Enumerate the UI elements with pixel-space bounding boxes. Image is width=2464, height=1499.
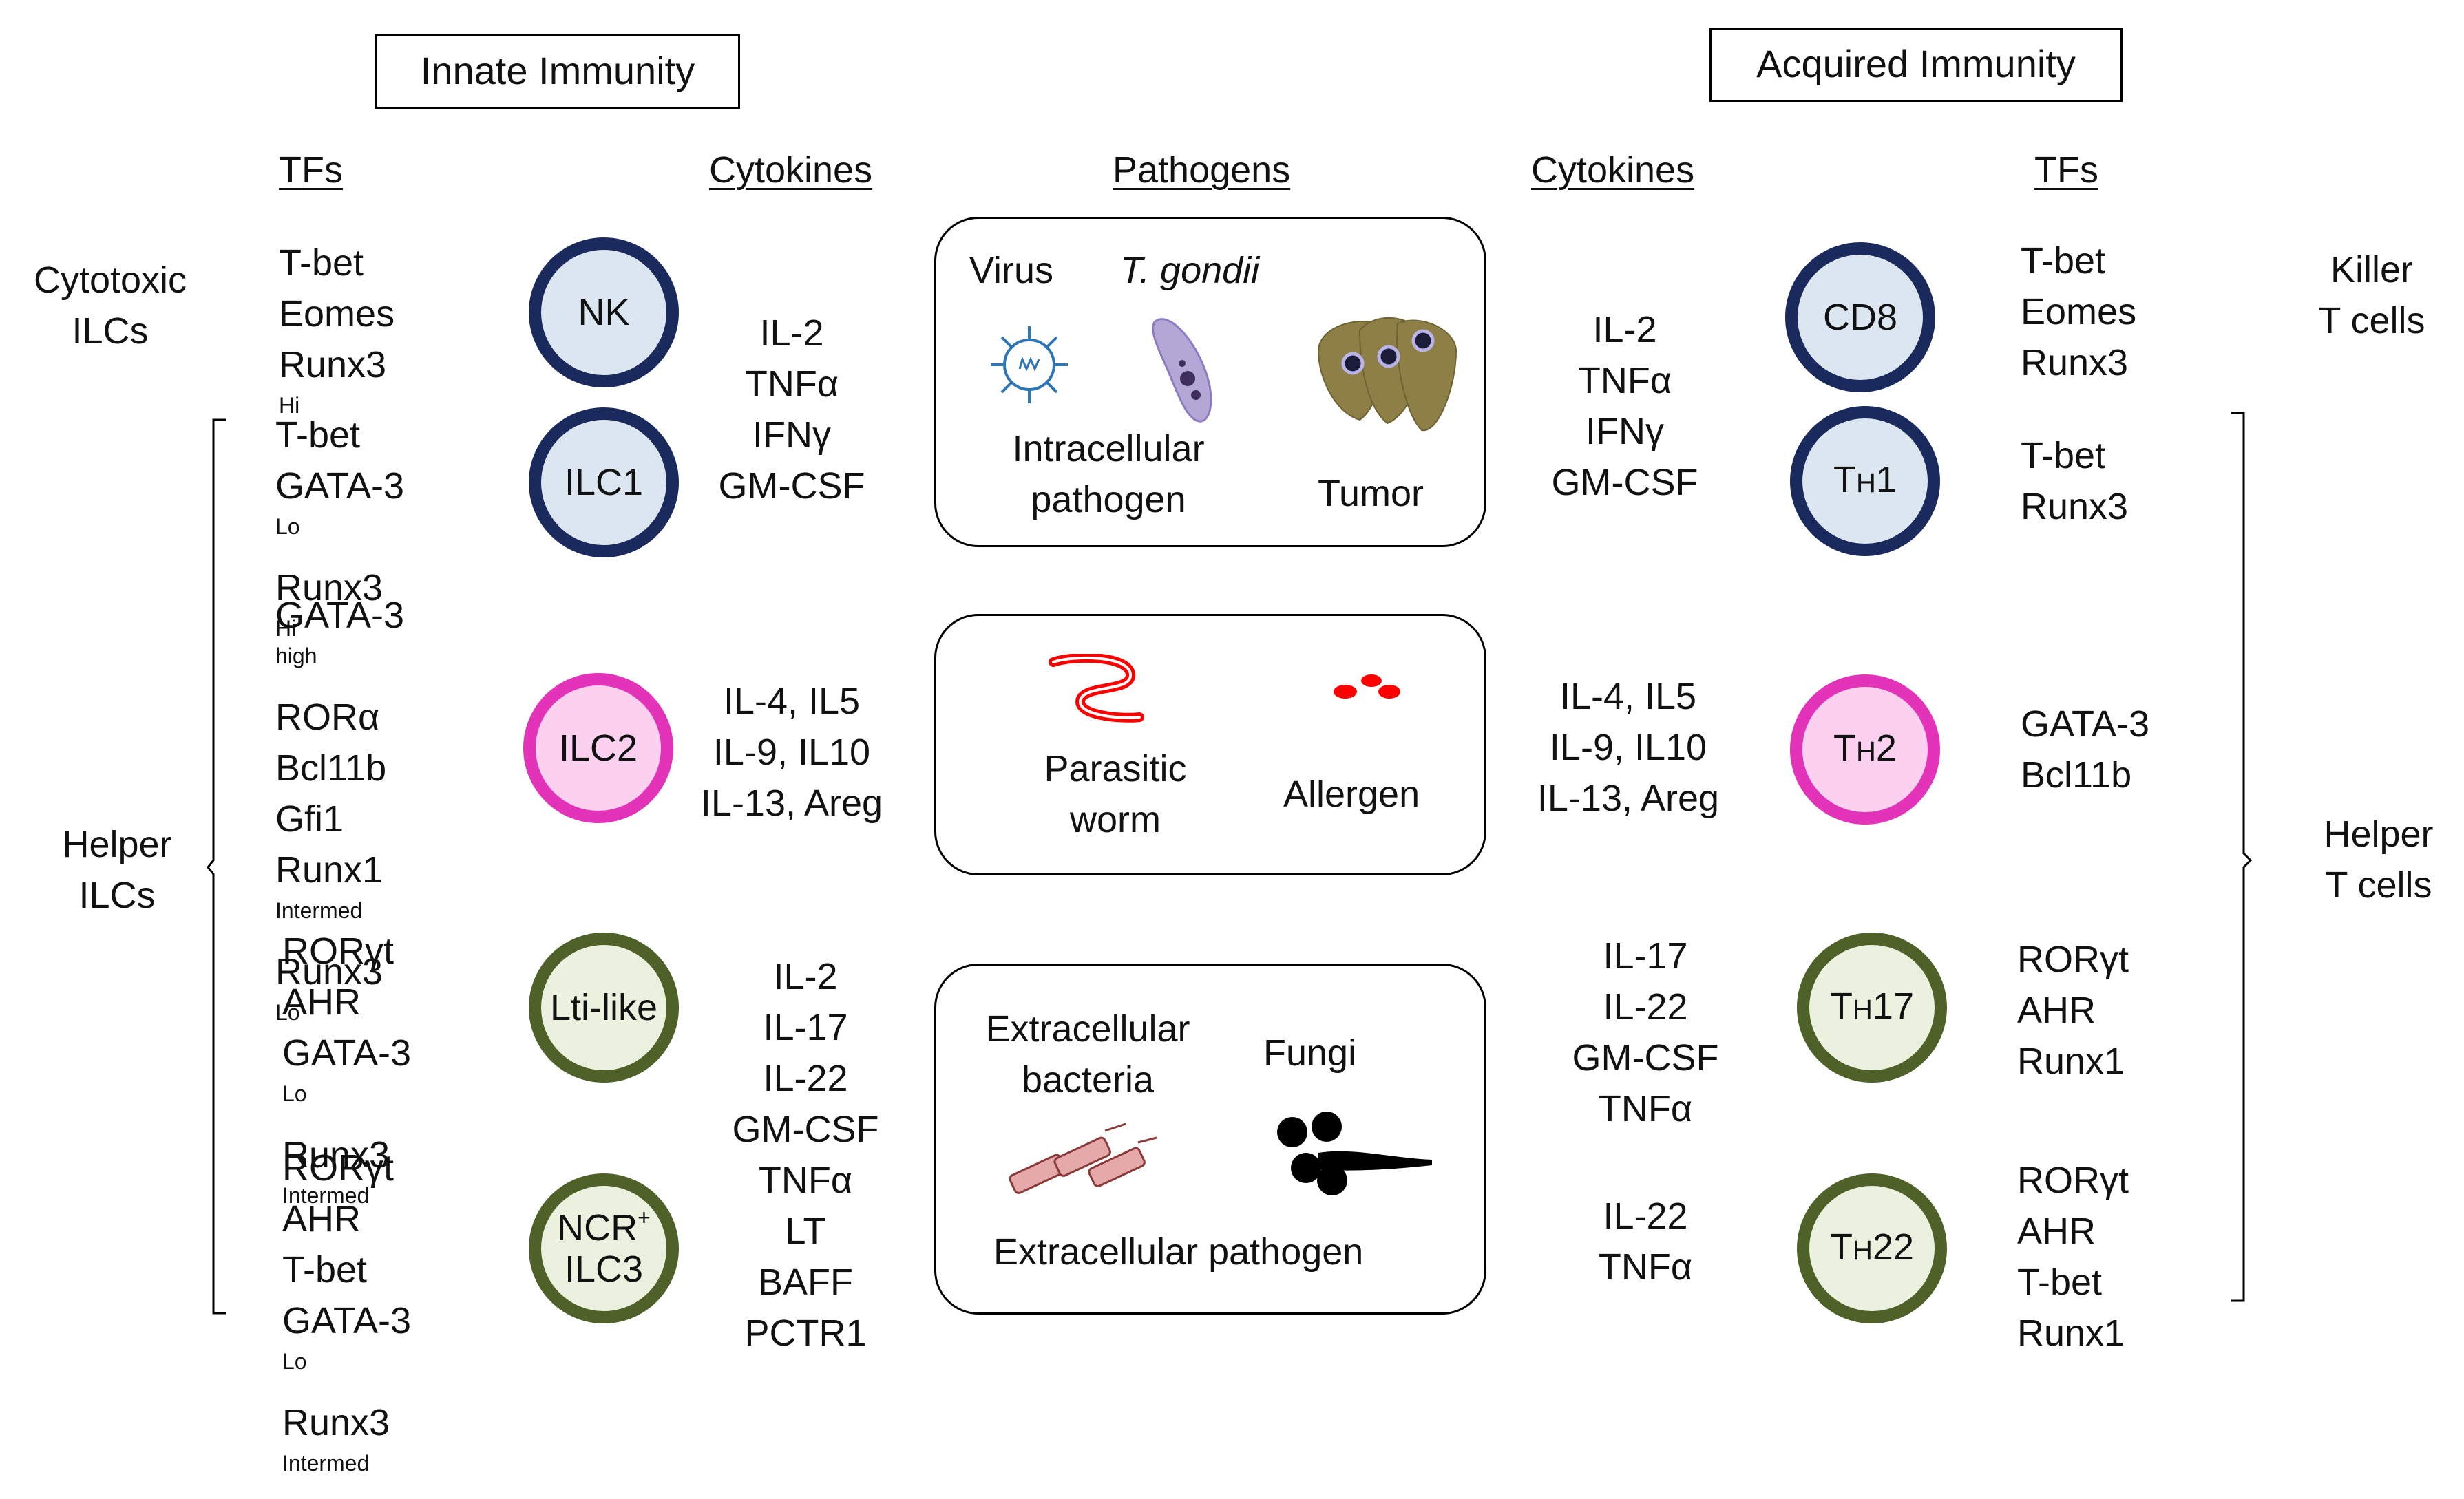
- tfs-header-right: TFs: [2034, 149, 2098, 191]
- innate-immunity-title: Innate Immunity: [375, 34, 740, 109]
- acquired-immunity-title: Acquired Immunity: [1709, 28, 2123, 102]
- ncr-ilc3-cell: NCR+ ILC3: [529, 1173, 679, 1323]
- extracellular-pathogen-label: Extracellular pathogen: [993, 1231, 1364, 1273]
- th1-cell: TH1: [1790, 406, 1940, 556]
- t-gondii-label: T. gondii: [1120, 250, 1260, 291]
- fungi-label: Fungi: [1263, 1032, 1357, 1074]
- th17-cell: TH17: [1797, 933, 1947, 1083]
- pathogens-header: Pathogens: [1113, 149, 1291, 191]
- parasite-allergen-box: [934, 614, 1486, 875]
- fungi-icon: [1277, 1112, 1432, 1195]
- nk-cell: NK: [529, 237, 679, 387]
- cytokines-header-left: Cytokines: [709, 149, 873, 191]
- virus-label: Virus: [969, 250, 1054, 291]
- bacteria-icon: [1009, 1123, 1157, 1194]
- helper-t-cells-bracket: [2231, 412, 2253, 1302]
- ilc1-cell: ILC1: [529, 407, 679, 557]
- allergen-label: Allergen: [1283, 774, 1420, 815]
- helper-ilcs-bracket: [207, 418, 226, 1315]
- parasitic-worm-icon: [1049, 654, 1144, 723]
- tumor-icon: [1317, 317, 1457, 432]
- ilc2-cell: ILC2: [523, 673, 673, 823]
- intracellular-pathogen-box: [934, 217, 1486, 547]
- immunity-diagram: Innate Immunity Acquired Immunity TFs Cy…: [33, 28, 2434, 1474]
- tfs-header-left: TFs: [279, 149, 343, 191]
- lti-like-cell: Lti-like: [529, 933, 679, 1083]
- cytokines-header-right: Cytokines: [1531, 149, 1695, 191]
- th22-cell: TH22: [1797, 1173, 1947, 1323]
- virus-icon: [991, 326, 1068, 403]
- t-gondii-icon: [1152, 318, 1212, 423]
- tumor-label: Tumor: [1318, 473, 1424, 514]
- allergen-icon: [1334, 674, 1400, 699]
- cd8-cell: CD8: [1785, 242, 1935, 392]
- th2-cell: TH2: [1790, 674, 1940, 825]
- extracellular-pathogen-box: [934, 964, 1486, 1315]
